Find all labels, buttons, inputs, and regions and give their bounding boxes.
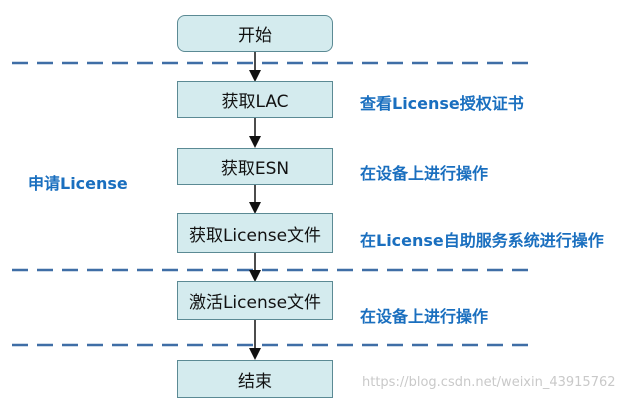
start-node: 开始 bbox=[177, 15, 333, 52]
activate-license-file-node: 激活License文件 bbox=[177, 281, 333, 320]
start-node-label: 开始 bbox=[238, 26, 272, 46]
get-lac-node-label: 获取LAC bbox=[221, 92, 289, 112]
lac-note: 查看License授权证书 bbox=[360, 94, 524, 113]
get-license-file-node-label: 获取License文件 bbox=[188, 225, 322, 246]
watermark-text: https://blog.csdn.net/weixin_43915762 bbox=[362, 375, 616, 390]
end-node: 结束 bbox=[177, 360, 333, 398]
activate-note: 在设备上进行操作 bbox=[360, 307, 489, 326]
get-esn-node: 获取ESN bbox=[177, 148, 333, 185]
activate-license-file-node-label: 激活License文件 bbox=[188, 293, 322, 313]
license-file-note: 在License自助服务系统进行操作 bbox=[360, 231, 604, 250]
get-lac-node: 获取LAC bbox=[177, 81, 333, 118]
apply-license-phase-label: 申请License bbox=[28, 174, 128, 193]
end-node-label: 结束 bbox=[238, 371, 272, 392]
esn-note: 在设备上进行操作 bbox=[360, 164, 489, 183]
get-license-file-node: 获取License文件 bbox=[177, 213, 333, 253]
get-esn-node-label: 获取ESN bbox=[220, 159, 290, 179]
